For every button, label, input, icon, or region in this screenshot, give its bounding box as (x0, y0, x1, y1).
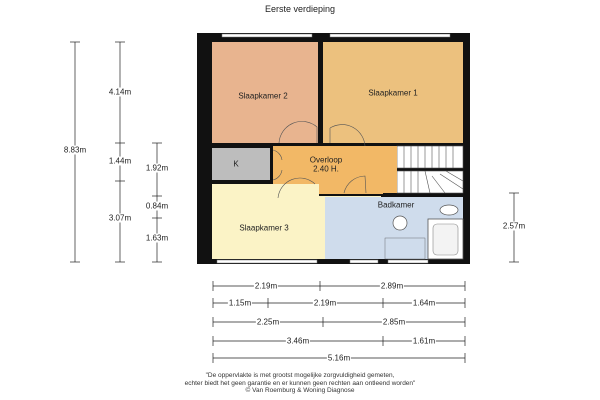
dim-label: 5.16m (326, 353, 352, 363)
dim-label: 1.15m (227, 298, 253, 308)
floor-title: Eerste verdieping (264, 4, 336, 14)
disclaimer: "De oppervlakte is met grootst mogelijke… (0, 372, 600, 395)
windows (216, 33, 451, 264)
dim-label: 4.14m (107, 87, 133, 97)
sink (392, 215, 408, 231)
dim-label: 1.44m (107, 156, 133, 166)
dim-label: 1.63m (144, 233, 170, 243)
bathtub-basin (432, 223, 459, 256)
room-k (212, 148, 270, 180)
washroom-niche (384, 237, 426, 260)
dim-label: 0.84m (144, 201, 170, 211)
room-slaapkamer-2 (212, 42, 318, 143)
label-badkamer: Badkamer (377, 200, 415, 210)
label-slaapkamer-3: Slaapkamer 3 (239, 223, 289, 233)
label-k: K (233, 159, 239, 169)
label-overloop: Overloop (309, 155, 343, 165)
copyright: © Van Roemburg & Woning Diagnose (245, 387, 355, 394)
toilet (439, 204, 459, 216)
dim-label: 3.46m (285, 336, 311, 346)
label-slaapkamer-1: Slaapkamer 1 (368, 88, 418, 98)
dim-label: 1.61m (411, 336, 437, 346)
dim-label: 1.92m (144, 163, 170, 173)
dim-label: 2.19m (253, 281, 279, 291)
room-slaapkamer-3 (212, 184, 319, 259)
label-slaapkamer-2: Slaapkamer 2 (238, 91, 288, 101)
dim-label: 2.25m (255, 317, 281, 327)
disclaimer-line: echter biedt het geen garantie en er kun… (184, 379, 416, 387)
door-swings (272, 121, 367, 199)
dim-label: 1.64m (411, 298, 437, 308)
dim-total-height: 8.83m (62, 145, 88, 155)
stair-landing (383, 146, 397, 193)
room-slaapkamer-1 (323, 42, 463, 143)
disclaimer-line: "De oppervlakte is met grootst mogelijke… (205, 372, 395, 379)
label-overloop-height: 2.40 H. (313, 164, 339, 174)
dim-label: 2.19m (312, 298, 338, 308)
dim-label: 3.07m (107, 213, 133, 223)
dim-label: 2.89m (379, 281, 405, 291)
dim-label: 2.85m (381, 317, 407, 327)
dim-right: 2.57m (501, 221, 527, 231)
stairs (396, 145, 464, 194)
